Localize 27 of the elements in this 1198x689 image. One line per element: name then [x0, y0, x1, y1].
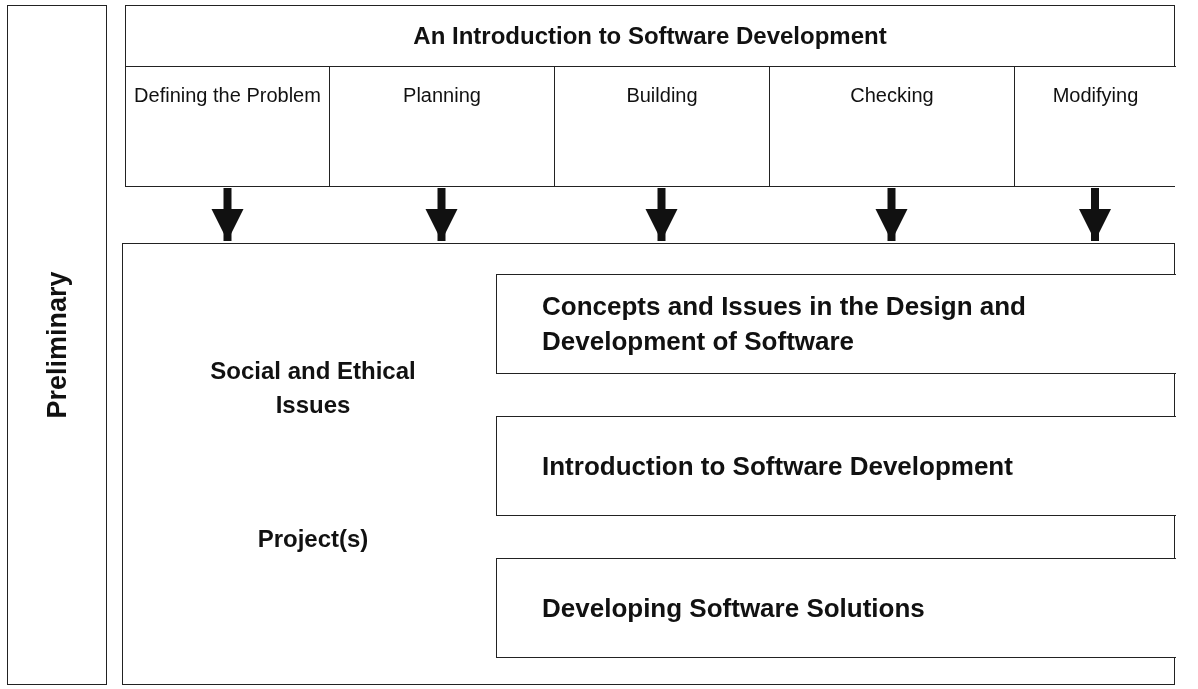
topic-title: Introduction to Software Development [542, 449, 1014, 483]
topic-box [496, 274, 1176, 374]
stage-label: Modifying [1051, 83, 1140, 108]
stage-cell [769, 66, 1014, 186]
stage-cell [554, 66, 769, 186]
topic-box [496, 558, 1176, 658]
band-label: Preliminary [41, 271, 73, 419]
stage-cell [1014, 66, 1176, 186]
band-box [7, 5, 107, 685]
panel-text: Project(s) [256, 524, 370, 554]
panel-text: Social and Ethical Issues [209, 356, 417, 420]
arrow [645, 188, 678, 241]
arrow [875, 188, 908, 241]
arrow [1079, 188, 1111, 241]
stage-cell [329, 66, 554, 186]
topic-title: Developing Software Solutions [542, 591, 926, 625]
arrow [211, 188, 244, 241]
content-panel [122, 243, 1175, 685]
arrow [425, 188, 458, 241]
header-title: An Introduction to Software Development [413, 22, 887, 50]
header-box [125, 5, 1175, 187]
topic-box [496, 416, 1176, 516]
stage-label: Checking [849, 83, 935, 108]
stage-label: Defining the Problem [133, 83, 322, 108]
stage-label: Building [625, 83, 699, 108]
topic-title: Concepts and Issues in the Design and Development of Software [542, 290, 1027, 358]
stage-label: Planning [402, 83, 482, 108]
